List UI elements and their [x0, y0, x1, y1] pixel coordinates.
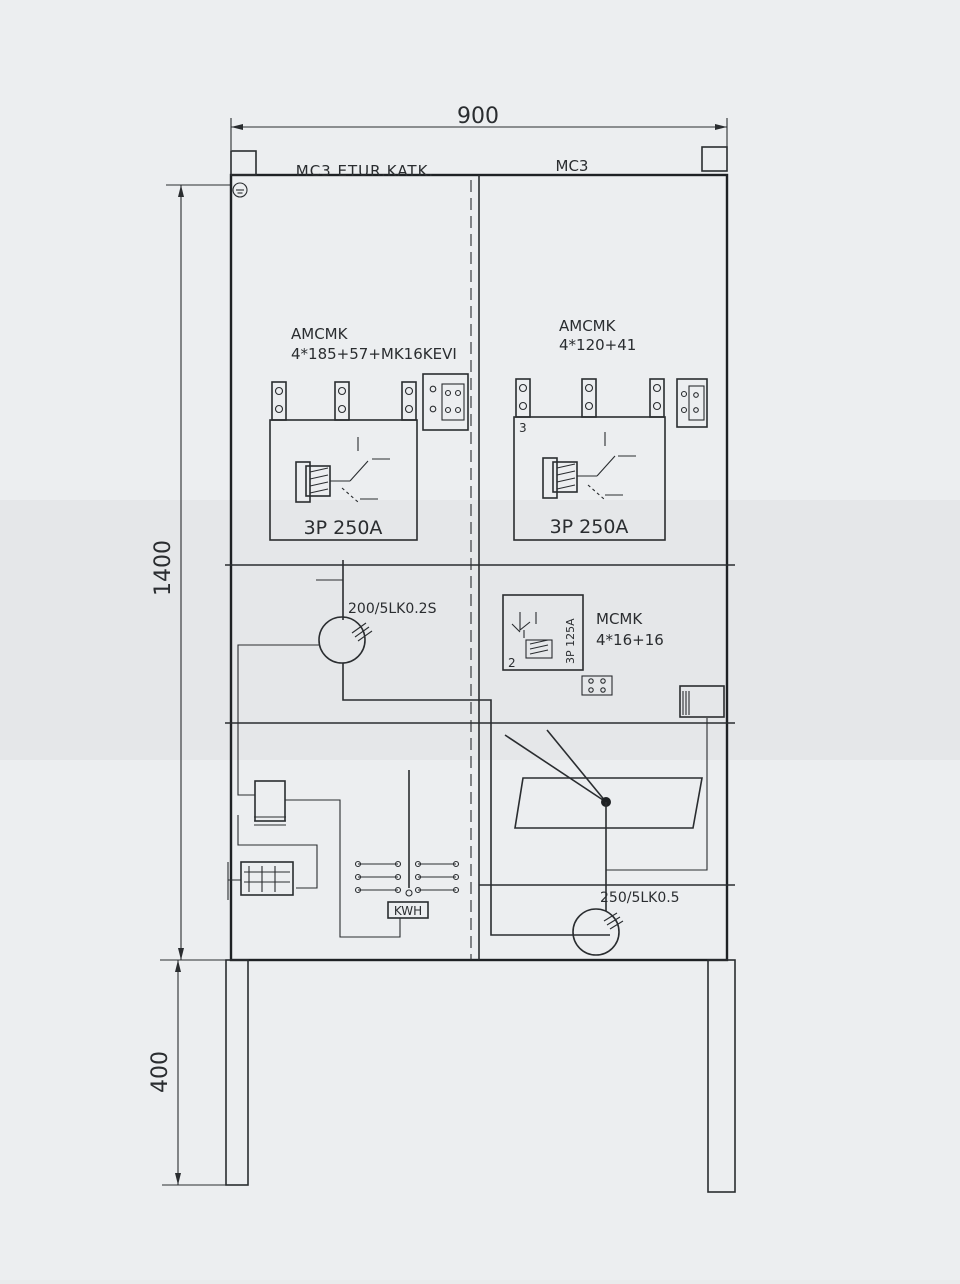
kwh-meter: [387, 901, 429, 919]
small-breaker-cable: 4*16+16: [596, 631, 664, 649]
left-current-transformer: 200/5LK0.2S: [237, 560, 610, 936]
right-breaker-cable: 4*120+41: [559, 336, 636, 354]
cabinet-outline: [225, 146, 736, 1193]
small-breaker-name: MCMK: [596, 610, 643, 628]
right-breaker-name: AMCMK: [559, 317, 617, 335]
right-panel-header: MC3: [556, 157, 589, 175]
width-dimension: 900: [230, 104, 728, 150]
small-breaker-rating: 3P 125A: [564, 618, 577, 664]
height-label: 1400: [151, 540, 176, 596]
right-main-breaker: AMCMK 4*120+41 3 3P 250A: [513, 317, 708, 541]
small-breaker-terminal-no: 2: [508, 656, 516, 670]
left-breaker-name: AMCMK: [291, 325, 349, 343]
legs-label: 400: [148, 1051, 173, 1093]
left-panel-header: MC3 ETUR.KATK.: [296, 162, 434, 180]
right-current-transformer: 250/5LK0.5: [572, 890, 680, 956]
left-breaker-cable: 4*185+57+MK16KEVI: [291, 345, 457, 363]
right-auxiliary-device: [606, 685, 725, 871]
right-breaker-rating: 3P 250A: [550, 516, 629, 538]
kwh-label: KWH: [394, 904, 422, 918]
left-ct-label: 200/5LK0.2S: [348, 601, 437, 617]
metering-section: KWH: [227, 770, 460, 938]
left-terminal-block: [422, 373, 469, 431]
left-main-breaker: AMCMK 4*185+57+MK16KEVI 3P 250A: [269, 325, 469, 541]
right-breaker-terminal-no: 3: [519, 421, 527, 435]
width-label: 900: [457, 104, 499, 129]
right-ct-label: 250/5LK0.5: [600, 890, 680, 906]
height-dimension: 1400: [151, 184, 231, 961]
left-breaker-rating: 3P 250A: [304, 517, 383, 539]
right-terminal-block: [676, 378, 708, 428]
small-breaker: 2 3P 125A MCMK 4*16+16: [502, 594, 664, 696]
legs-dimension: 400: [148, 960, 226, 1186]
right-disconnector: [504, 729, 703, 911]
